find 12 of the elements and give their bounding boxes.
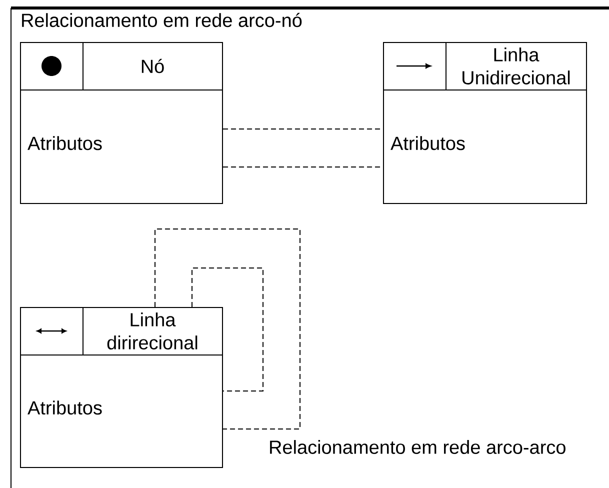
- header-text: Nó: [142, 58, 164, 74]
- connector-line: [192, 268, 264, 392]
- entity-box: [382, 42, 587, 204]
- attribute-text: Atributos: [28, 400, 102, 415]
- entity-box: [20, 42, 223, 204]
- caption-text: Relacionamento em rede arco-arco: [270, 440, 566, 454]
- attribute-text: Atributos: [390, 136, 465, 150]
- attribute-text: Atributos: [28, 136, 102, 150]
- entity-box: [20, 306, 223, 468]
- connector-line: [154, 228, 300, 430]
- header-text: Linha Unidirecional: [462, 48, 570, 84]
- header-text: Linha dirirecional: [107, 312, 198, 350]
